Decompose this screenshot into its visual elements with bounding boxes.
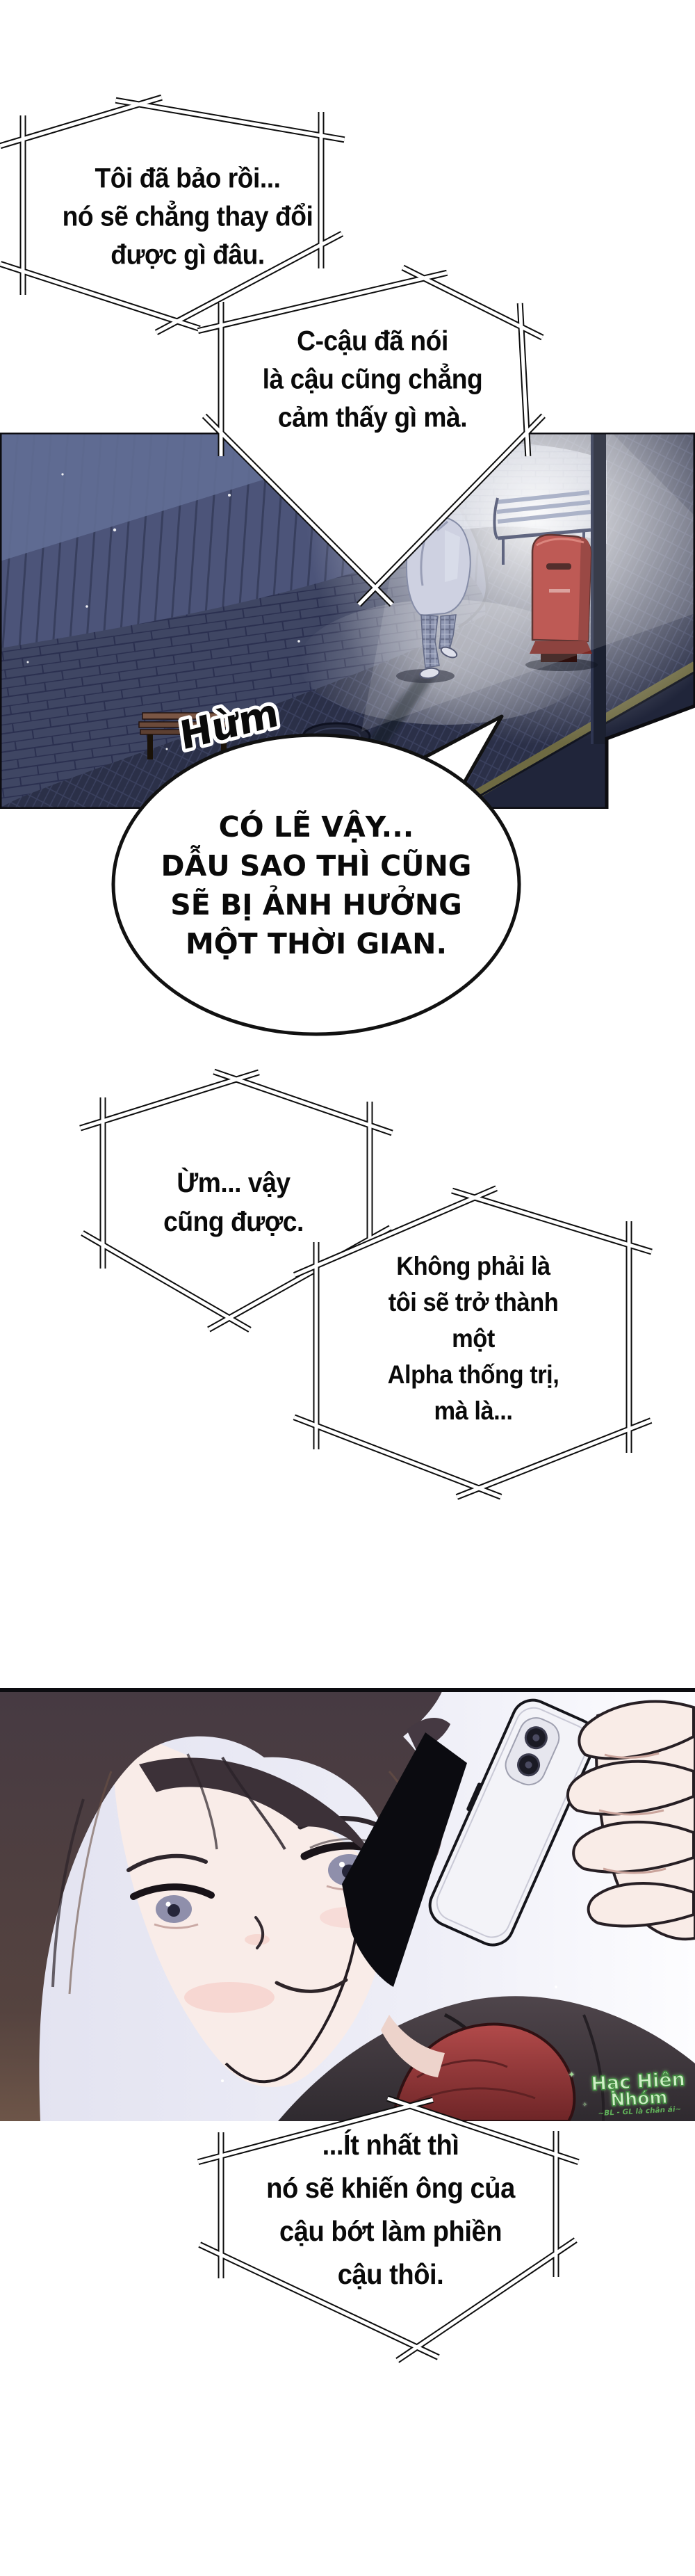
panel-top-border	[0, 1688, 695, 1692]
left-eye	[130, 1883, 215, 1929]
thought-bubble	[111, 714, 521, 1036]
speech-bubble-3	[79, 1068, 393, 1333]
speech-bubble-1	[0, 94, 345, 335]
speech-bubble-5	[197, 2095, 580, 2363]
speech-bubble-5-text: ...Ít nhất thì nó sẽ khiến ông của cậu b…	[266, 2129, 515, 2290]
panel-border	[0, 433, 695, 809]
hand	[566, 1700, 695, 1941]
phone-call-closeup-panel	[0, 1688, 695, 2121]
speech-bubble-3-text: Ừm... vậy cũng được.	[163, 1168, 304, 1237]
bench-left	[138, 712, 240, 759]
nose	[254, 1916, 264, 1949]
left-eyebrow	[126, 1853, 208, 1872]
speech-bubble-thought-text: CÓ LẼ VẬY... DẪU SAO THÌ CŨNG SẼ BỊ ẢNH …	[161, 810, 472, 960]
street-scene-panel	[0, 433, 695, 809]
speech-bubble-2-text: C-cậu đã nói là cậu cũng chẳng cảm thấy …	[262, 325, 483, 433]
scanlation-watermark: ✦ ✧ ✧ Hạc Hiên Nhóm ~BL - GL là chân ái~	[568, 2068, 695, 2118]
phone-shadow-wedge	[342, 1732, 467, 1987]
speech-bubble-4	[293, 1185, 653, 1500]
sparkle-icon: ✧	[582, 2101, 588, 2109]
sparkle-icon: ✦	[568, 2069, 575, 2080]
mouth	[275, 1978, 348, 1993]
speech-bubble-2	[197, 264, 546, 607]
speech-bubble-4-text: Không phải là tôi sẽ trở thành một Alpha…	[387, 1252, 559, 1425]
speech-bubble-1-text: Tôi đã bảo rồi... nó sẽ chẳng thay đổi đ…	[62, 163, 313, 271]
character-hair	[0, 1688, 450, 2121]
phone	[428, 1698, 597, 1947]
neck	[381, 2015, 445, 2077]
postbox	[525, 533, 598, 671]
